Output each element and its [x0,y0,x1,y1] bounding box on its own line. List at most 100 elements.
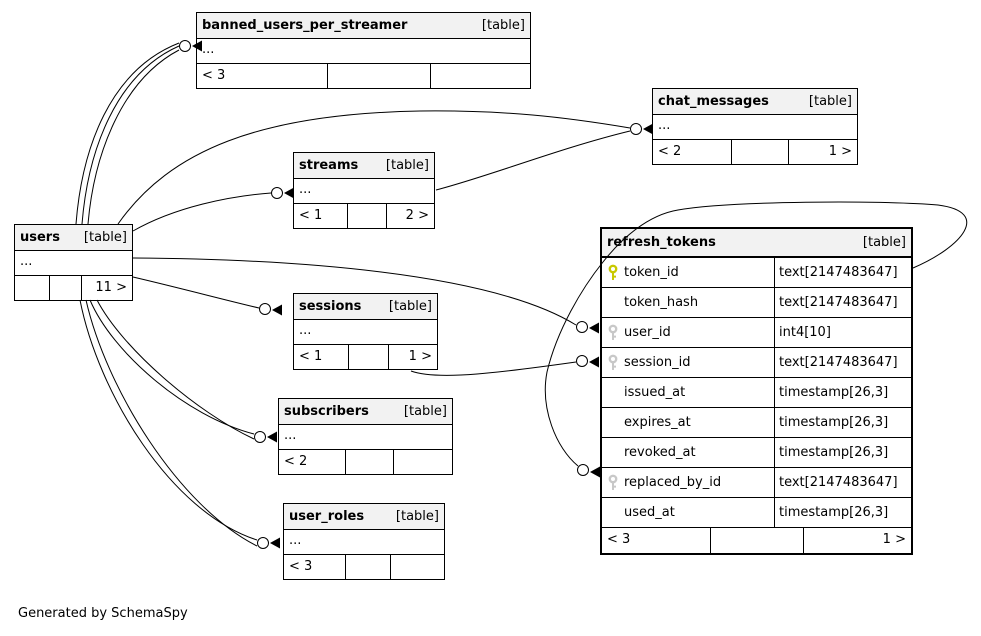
table-footer: < 1 2 > [294,204,434,228]
circle-marker [577,464,589,476]
circle-marker [257,537,269,549]
table-streams[interactable]: streams [table] ... < 1 2 > [293,152,435,229]
table-users[interactable]: users [table] ... 11 > [14,224,133,301]
footer-mid-cell [326,64,430,88]
rel-users-sessions [132,276,260,309]
table-name: banned_users_per_streamer [202,18,408,33]
column-name: token_hash [624,295,699,310]
table-user-roles[interactable]: user_roles [table] ... < 3 [283,503,445,580]
collapsed-columns: ... [197,39,530,64]
table-name: subscribers [284,404,369,419]
table-chat-messages[interactable]: chat_messages [table] ... < 2 1 > [652,88,858,165]
crow-arrow-icon [590,466,600,478]
table-type-label: [table] [83,230,127,245]
column-type: timestamp[26,3] [774,378,911,407]
column-type: timestamp[26,3] [774,438,911,467]
footer-in-count: < 3 [202,68,226,83]
table-footer: < 3 1 > [602,527,911,553]
table-name: refresh_tokens [607,235,716,250]
collapsed-columns: ... [294,179,434,204]
column-name: replaced_by_id [624,475,722,490]
foreign-key-icon [607,324,624,342]
column-name: session_id [624,355,691,370]
table-name: users [20,230,60,245]
circle-marker [576,321,588,333]
table-header: subscribers [table] [279,399,452,425]
column-row-expires-at: expires_at timestamp[26,3] [602,407,911,437]
rel-users-subscribers-2 [96,299,255,440]
table-footer: < 2 [279,450,452,474]
rel-streams-chat-messages [435,130,631,191]
table-banned-users-per-streamer[interactable]: banned_users_per_streamer [table] ... < … [196,12,531,89]
column-name: token_id [624,265,679,280]
collapsed-columns: ... [294,320,437,345]
column-name: user_id [624,325,671,340]
footer-out-count: 1 > [787,140,857,164]
footer-in-count [15,276,49,300]
column-row-user-id: user_id int4[10] [602,317,911,347]
footer-mid-cell [344,450,393,474]
table-name: streams [299,158,359,173]
collapsed-columns: ... [284,530,444,555]
table-header: streams [table] [294,153,434,179]
table-refresh-tokens[interactable]: refresh_tokens [table] token_id text[214… [600,227,913,555]
table-type-label: [table] [403,404,447,419]
crow-arrow-icon [589,322,599,334]
footer-mid-cell [48,276,81,300]
footer-in-count: < 3 [607,532,631,547]
circle-marker [271,187,283,199]
column-type: text[2147483647] [774,288,911,317]
table-name: user_roles [289,509,365,524]
footer-out-count [389,555,444,579]
footer-out-count: 1 > [388,345,437,369]
circle-marker [179,40,191,52]
table-type-label: [table] [395,509,439,524]
footer-out-count [393,450,452,474]
column-name: expires_at [624,415,691,430]
column-row-session-id: session_id text[2147483647] [602,347,911,377]
table-footer: < 3 [197,64,530,88]
table-header: chat_messages [table] [653,89,857,115]
rel-users-user-roles-1 [79,299,258,541]
footer-mid-cell [710,528,803,553]
footer-in-count: < 3 [289,559,313,574]
foreign-key-icon [607,474,624,492]
footer-mid-cell [730,140,788,164]
circle-marker [630,123,642,135]
table-subscribers[interactable]: subscribers [table] ... < 2 [278,398,453,475]
table-footer: < 3 [284,555,444,579]
foreign-key-icon [607,354,624,372]
column-name: issued_at [624,385,686,400]
crow-arrow-icon [270,537,280,549]
collapsed-columns: ... [653,115,857,140]
table-header: refresh_tokens [table] [602,229,911,257]
circle-marker [254,431,266,443]
column-type: int4[10] [774,318,911,347]
table-header: users [table] [15,225,132,251]
table-sessions[interactable]: sessions [table] ... < 1 1 > [293,293,438,370]
table-type-label: [table] [388,299,432,314]
crow-arrow-icon [267,431,277,443]
table-footer: < 2 1 > [653,140,857,164]
column-row-used-at: used_at timestamp[26,3] [602,497,911,527]
table-type-label: [table] [481,18,525,33]
footer-in-count: < 2 [284,454,308,469]
column-type: timestamp[26,3] [774,498,911,527]
table-type-label: [table] [862,235,906,250]
rel-users-banned-3 [87,49,180,225]
column-row-token-id: token_id text[2147483647] [602,257,911,287]
circle-marker [576,355,588,367]
column-type: timestamp[26,3] [774,408,911,437]
footer-out-count: 2 > [386,204,434,228]
column-row-replaced-by-id: replaced_by_id text[2147483647] [602,467,911,497]
footer-out-count [430,64,530,88]
footer-in-count: < 1 [299,208,323,223]
footer-mid-cell [347,204,386,228]
circle-marker [259,303,271,315]
table-footer: 11 > [15,276,132,300]
table-type-label: [table] [385,158,429,173]
column-type: text[2147483647] [774,258,911,287]
column-row-issued-at: issued_at timestamp[26,3] [602,377,911,407]
footer-in-count: < 1 [299,349,323,364]
